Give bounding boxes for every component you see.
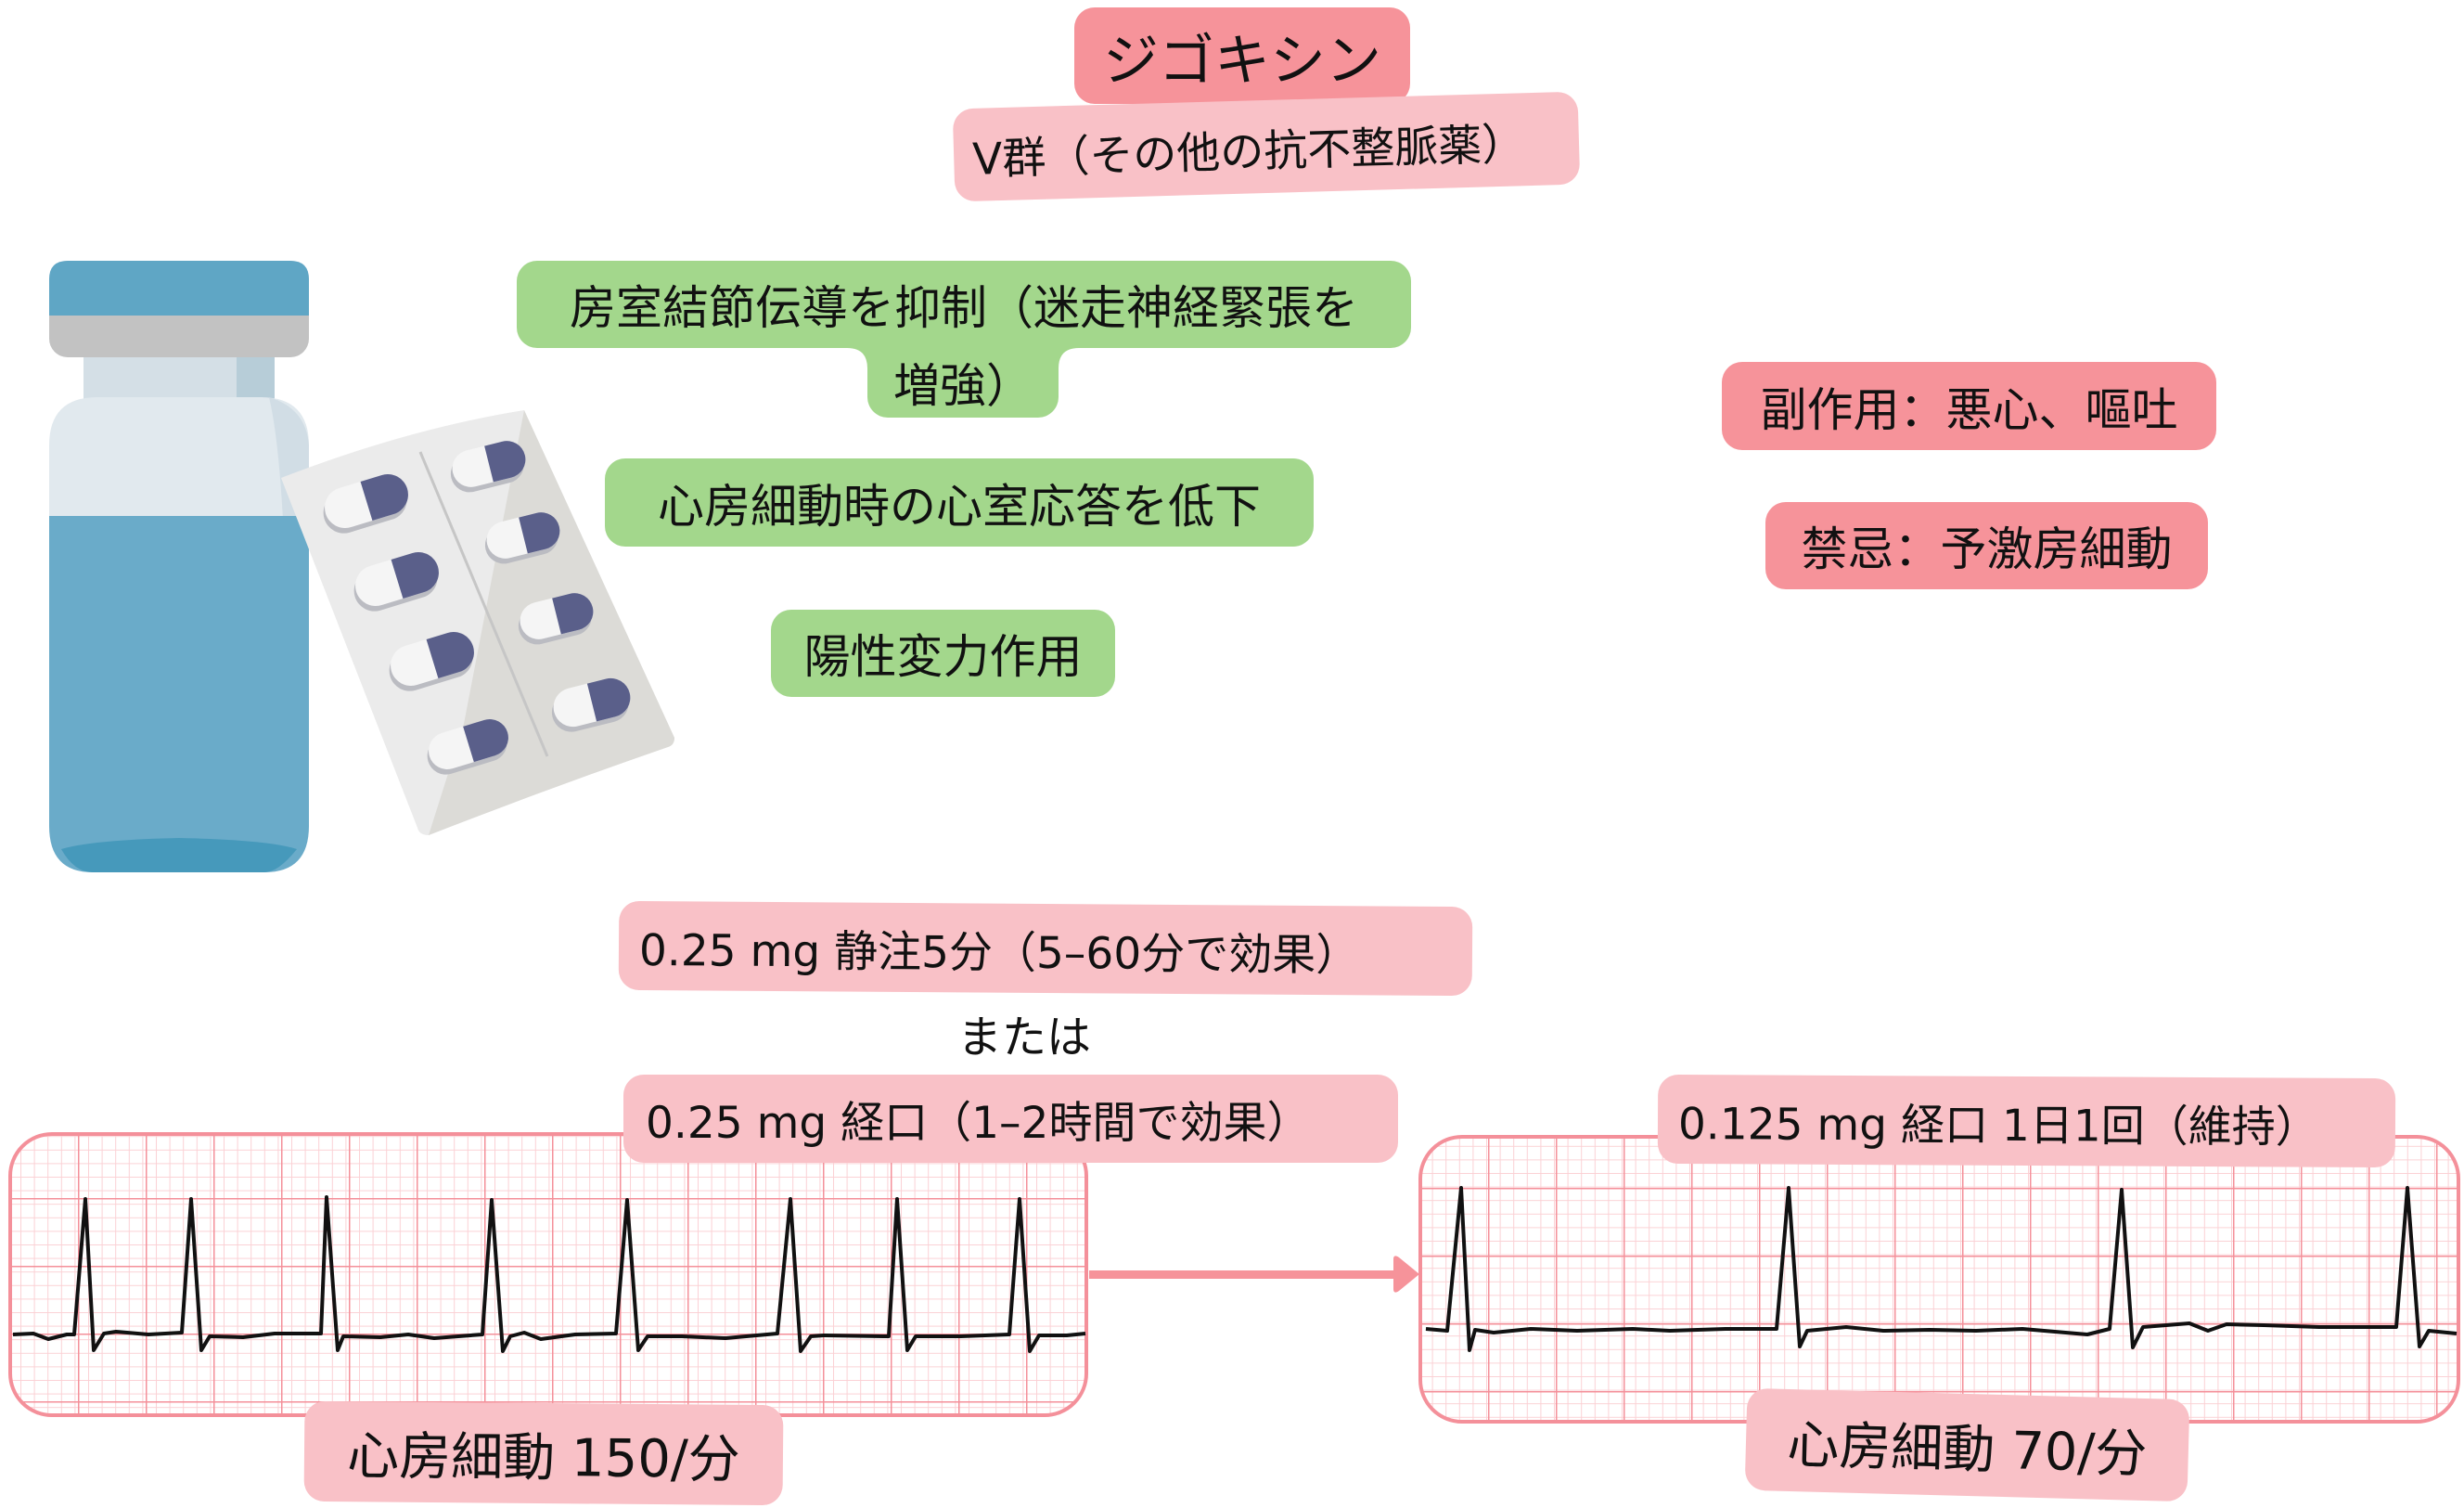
action-av-node-line1: 房室結節伝導を抑制（迷走神経緊張を [570, 281, 1358, 335]
action-av-node-line2: 増強） [893, 359, 1033, 413]
dose-maintenance-text: 0.125 mg 経口 1日1回（維持） [1677, 1098, 2319, 1154]
action-ventricular-response-text: 心房細動時の心室応答を低下 [658, 479, 1261, 534]
action-positive-inotropy-text: 陽性変力作用 [803, 630, 1083, 684]
ecg-after-label: 心房細動 70/分 [1744, 1387, 2190, 1502]
dose-oral-label: 0.25 mg 経口（1–2時間で効果） [623, 1075, 1398, 1163]
action-ventricular-response: 心房細動時の心室応答を低下 [605, 458, 1314, 547]
contraindication-text: 禁忌：予激房細動 [1801, 522, 2173, 576]
dose-iv-label: 0.25 mg 静注5分（5–60分で効果） [618, 900, 1473, 997]
ecg-before-text: 心房細動 150/分 [346, 1425, 741, 1490]
drug-title: ジゴキシン [1074, 7, 1410, 104]
dose-oral-text: 0.25 mg 経口（1–2時間で効果） [646, 1098, 1311, 1149]
ecg-after-text: 心房細動 70/分 [1786, 1414, 2149, 1485]
contraindication-badge: 禁忌：予激房細動 [1765, 502, 2208, 589]
dose-iv-text: 0.25 mg 静注5分（5–60分で効果） [638, 924, 1360, 981]
drug-title-text: ジゴキシン [1103, 28, 1381, 94]
action-positive-inotropy: 陽性変力作用 [771, 610, 1115, 697]
or-text: または [957, 1012, 1092, 1063]
side-effects-text: 副作用：悪心、嘔吐 [1760, 382, 2178, 437]
side-effects-badge: 副作用：悪心、嘔吐 [1722, 362, 2216, 450]
dose-maintenance-label: 0.125 mg 経口 1日1回（維持） [1657, 1074, 2396, 1168]
ecg-before-label: 心房細動 150/分 [303, 1400, 784, 1506]
